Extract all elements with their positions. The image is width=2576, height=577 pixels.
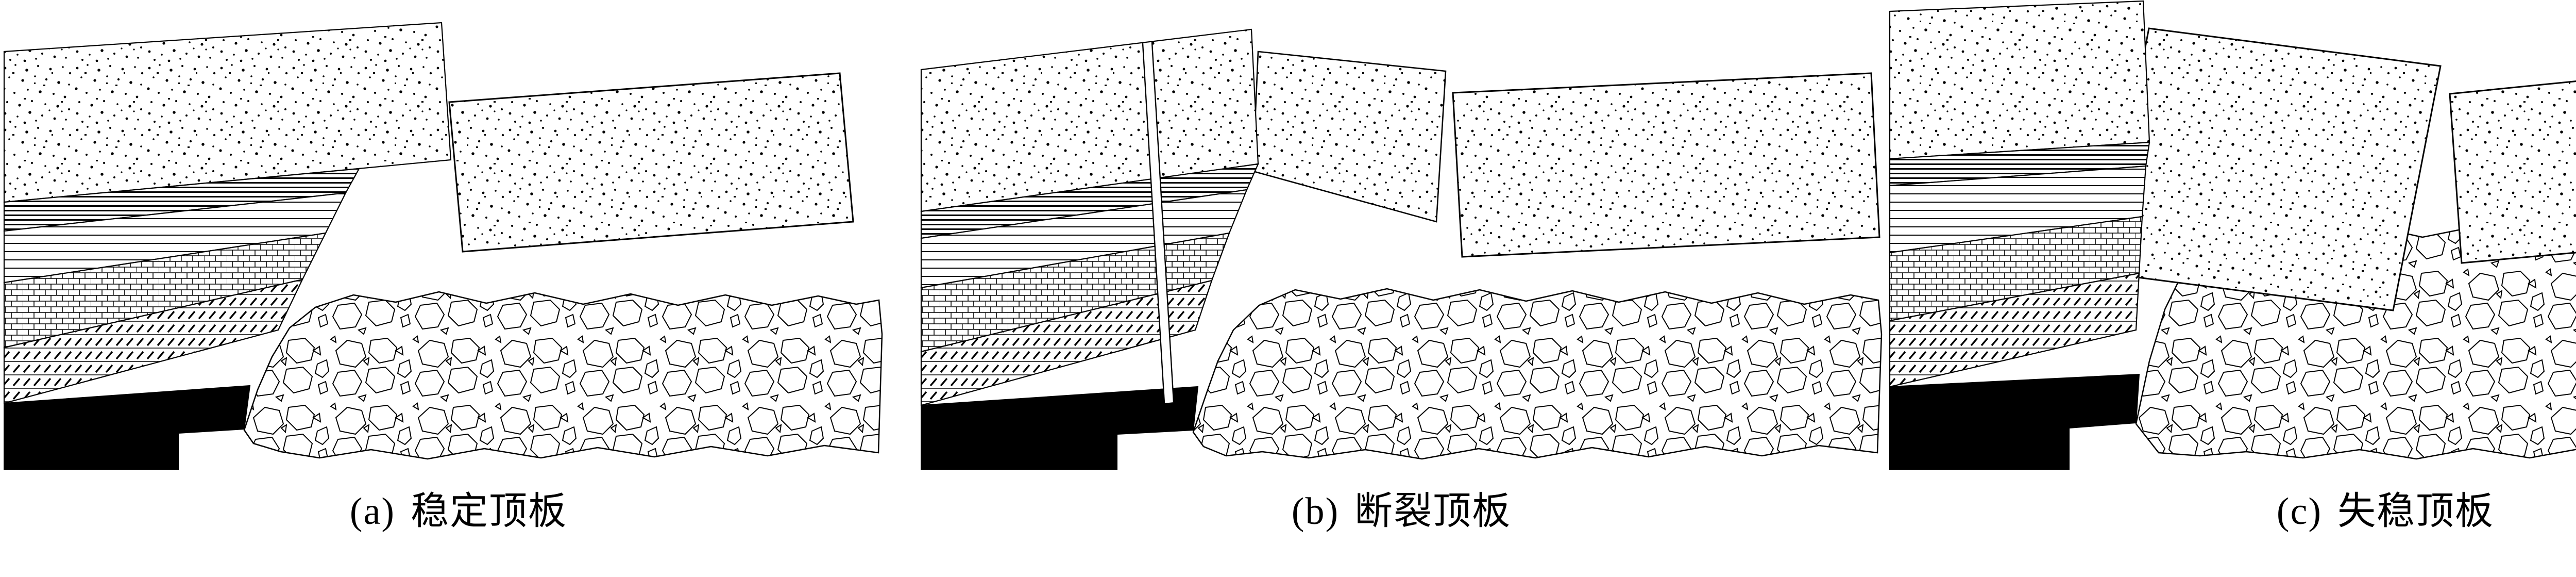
siltstone-layer <box>1889 272 2140 388</box>
panel-a-label: (a) <box>349 490 396 533</box>
sandstone-layer <box>3 22 452 203</box>
strata-stack <box>1889 0 2150 388</box>
strata-stack <box>3 22 452 404</box>
panel-a-diagram <box>3 22 883 470</box>
detached-sandstone-block <box>1452 72 1880 258</box>
panel-c-caption: (c) 失稳顶板 <box>2277 480 2494 535</box>
rotated-sandstone-block <box>2101 27 2442 311</box>
detached-sandstone-block <box>2449 80 2576 264</box>
panel-b-diagram <box>920 28 1883 470</box>
panel-c-label: (c) <box>2276 490 2323 533</box>
roof-fracture <box>1142 42 1175 404</box>
siltstone-layer <box>3 278 303 404</box>
broken-roof-segment <box>1252 51 1447 223</box>
strata-stack <box>920 28 1259 406</box>
panel-b-label: (b) <box>1291 490 1340 533</box>
panel-a-caption: (a) 稳定顶板 <box>350 480 567 535</box>
panel-b-caption: (b) 断裂顶板 <box>1292 480 1511 535</box>
coal-seam <box>1889 373 2140 470</box>
panel-c-diagram <box>1889 0 2576 470</box>
gob-rubble <box>1192 288 1883 460</box>
panel-a: (a) 稳定顶板 <box>0 0 917 577</box>
gob-rubble <box>243 291 883 460</box>
panel-c: (c) 失稳顶板 <box>1886 0 2576 577</box>
coal-seam <box>4 385 251 470</box>
panel-b: (b) 断裂顶板 <box>917 0 1886 577</box>
panel-a-title: 稳定顶板 <box>411 490 568 533</box>
detached-sandstone-block <box>448 72 854 253</box>
sandstone-layer <box>1889 0 2150 160</box>
siltstone-layer <box>920 279 1213 406</box>
panel-b-title: 断裂顶板 <box>1354 490 1512 533</box>
panel-c-title: 失稳顶板 <box>2337 490 2495 533</box>
coal-seam <box>921 386 1199 470</box>
